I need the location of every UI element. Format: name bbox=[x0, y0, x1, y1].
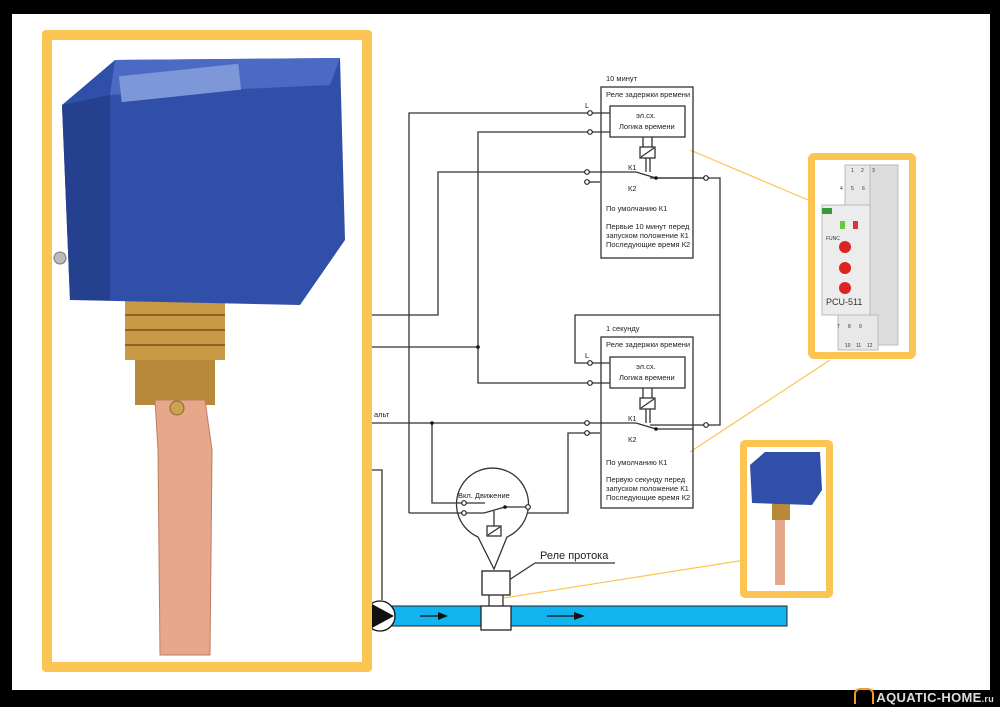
relay1-note: Последующие время К2 bbox=[606, 240, 690, 249]
callout-lines bbox=[503, 149, 831, 599]
relay2-k2: К2 bbox=[628, 435, 637, 444]
relay2-logic-label: эл.сх. bbox=[636, 362, 656, 371]
pcu-model-label: PCU-511 bbox=[826, 297, 862, 307]
pump-icon bbox=[364, 600, 396, 632]
relay1-terminal-l: L bbox=[585, 101, 589, 110]
watermark-tld: .ru bbox=[981, 694, 994, 704]
relay2-k1: К1 bbox=[628, 414, 637, 423]
relay1-title: Реле задержки времени bbox=[606, 90, 690, 99]
relay2-coil-icon bbox=[639, 397, 656, 410]
pcu-terminal: 9 bbox=[859, 324, 862, 330]
relay2-logic-label2: Логика времени bbox=[619, 373, 675, 382]
relay1-note: Первые 10 минут перед bbox=[606, 222, 690, 231]
relay1-logic-label: эл.сх. bbox=[636, 111, 656, 120]
flow-relay-label: Реле протока bbox=[540, 550, 609, 562]
relay1-k2: К2 bbox=[628, 184, 637, 193]
relay1-note: запуском положение К1 bbox=[606, 231, 689, 240]
remote-label: альт bbox=[374, 410, 390, 419]
switch-coil-icon bbox=[486, 525, 502, 537]
relay2-time-label: 1 секунду bbox=[606, 324, 640, 333]
time-relay-2: 1 секунду Реле задержки времени эл.сх. Л… bbox=[584, 324, 709, 509]
pcu-terminal: 3 bbox=[872, 168, 875, 174]
pcu-terminal: 10 bbox=[845, 343, 851, 349]
pcu-terminal: 2 bbox=[861, 168, 864, 174]
relay1-k1: К1 bbox=[628, 163, 637, 172]
time-relay-1: 10 минут Реле задержки времени эл.сх. Ло… bbox=[584, 74, 709, 259]
relay2-note: Последующие время К2 bbox=[606, 493, 690, 502]
relay2-note: Первую секунду перед bbox=[606, 475, 686, 484]
relay2-note: запуском положение К1 bbox=[606, 484, 689, 493]
flow-relay-symbol bbox=[480, 570, 512, 631]
watermark: AQUATIC-HOME.ru bbox=[854, 688, 994, 705]
relay1-time-label: 10 минут bbox=[606, 74, 638, 83]
relay1-default: По умолчанию К1 bbox=[606, 204, 667, 213]
pcu-terminal: 11 bbox=[856, 343, 861, 349]
relay1-coil-icon bbox=[639, 146, 656, 159]
flow-switch-photo-small bbox=[740, 440, 833, 598]
relay1-logic-label2: Логика времени bbox=[619, 122, 675, 131]
junction-dots bbox=[430, 345, 480, 425]
pcu-terminal: 7 bbox=[837, 324, 840, 330]
watermark-name: AQUATIC-HOME bbox=[876, 690, 982, 705]
pcu-terminal: 1 bbox=[851, 168, 854, 174]
pcu-terminal: 5 bbox=[851, 186, 854, 192]
house-logo-icon bbox=[854, 688, 875, 704]
pcu-terminal: 4 bbox=[840, 186, 843, 192]
relay2-title: Реле задержки времени bbox=[606, 340, 690, 349]
switch-label: Вкл. Движение bbox=[458, 491, 510, 500]
relay2-terminal-l: L bbox=[585, 351, 589, 360]
relay2-default: По умолчанию К1 bbox=[606, 458, 667, 467]
flow-switch-contact: Вкл. Движение bbox=[455, 467, 531, 571]
time-relay-photo: FUNC PCU-511 1 2 3 4 5 6 7 8 9 10 11 12 bbox=[808, 153, 916, 359]
flow-arrow-icon bbox=[420, 612, 585, 620]
pcu-terminal: 6 bbox=[862, 186, 865, 192]
pcu-terminal: 8 bbox=[848, 324, 851, 330]
pcu-terminal: 12 bbox=[867, 343, 873, 349]
pcu-knob-label: FUNC bbox=[826, 236, 840, 242]
flow-switch-photo bbox=[42, 30, 372, 672]
